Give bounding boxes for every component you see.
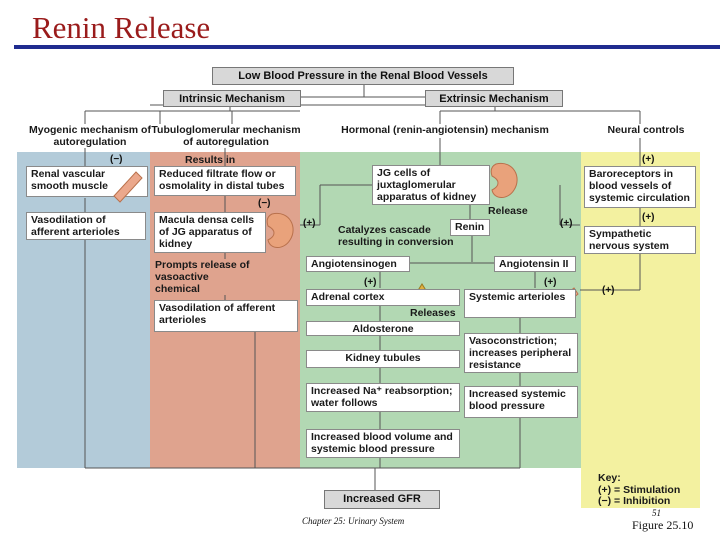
na-reabsorption-box: Increased Na⁺ reabsorption; water follow… — [306, 383, 460, 412]
increased-blood-volume-box: Increased blood volume and systemic bloo… — [306, 429, 460, 458]
stimulation-sign: (+) — [364, 277, 377, 288]
inhibition-sign: (−) — [110, 154, 123, 165]
systemic-arterioles-box: Systemic arterioles — [464, 289, 576, 318]
stimulation-sign: (+) — [544, 277, 557, 288]
macula-densa-box: Macula densa cells of JG apparatus of ki… — [154, 212, 266, 253]
increased-systemic-bp-box: Increased systemic blood pressure — [464, 386, 578, 418]
page-title: Renin Release — [32, 10, 211, 45]
baroreceptors-box: Baroreceptors in blood vessels of system… — [584, 166, 696, 208]
neural-label: Neural controls — [607, 124, 685, 136]
vasodilation-afferent-box-2: Vasodilation of afferent arterioles — [154, 300, 298, 332]
results-in-label: Results in — [185, 154, 236, 166]
myogenic-panel — [17, 152, 150, 468]
page-number: 51 — [652, 508, 661, 518]
release-label: Release — [488, 205, 528, 217]
releases-label: Releases — [410, 307, 456, 319]
hormonal-label: Hormonal (renin-angiotensin) mechanism — [341, 124, 549, 136]
angiotensin-ii-box: Angiotensin II — [494, 256, 576, 272]
stimulation-sign: (+) — [303, 218, 316, 229]
key-inhibition: (−) = Inhibition — [598, 495, 671, 507]
title-underline — [14, 45, 720, 49]
tubuloglomerular-label: Tubuloglomerular mechanism of autoregula… — [151, 124, 301, 148]
kidney-tubules-box: Kidney tubules — [306, 350, 460, 368]
figure-label: Figure 25.10 — [632, 518, 694, 532]
reduced-filtrate-box: Reduced filtrate flow or osmolality in d… — [154, 166, 296, 196]
adrenal-cortex-box: Adrenal cortex — [306, 289, 460, 306]
extrinsic-mechanism-box: Extrinsic Mechanism — [425, 90, 563, 107]
increased-gfr-box: Increased GFR — [324, 490, 440, 509]
stimulation-sign: (+) — [560, 218, 573, 229]
inhibition-sign: (−) — [258, 198, 271, 209]
aldosterone-box: Aldosterone — [306, 321, 460, 336]
myogenic-label: Myogenic mechanism of autoregulation — [29, 124, 151, 148]
vasodilation-afferent-box-1: Vasodilation of afferent arterioles — [26, 212, 146, 240]
stimulation-sign: (+) — [602, 285, 615, 296]
key-title: Key: — [598, 472, 621, 484]
prompts-release-label: Prompts release of vasoactive chemical — [155, 259, 250, 295]
catalyzes-label: Catalyzes cascade resulting in conversio… — [338, 224, 454, 248]
angiotensinogen-box: Angiotensinogen — [306, 256, 410, 272]
jg-cells-box: JG cells of juxtaglomerular apparatus of… — [372, 165, 490, 205]
sympathetic-nervous-box: Sympathetic nervous system — [584, 226, 696, 254]
vasoconstriction-box: Vasoconstriction; increases peripheral r… — [464, 333, 578, 373]
stimulation-sign: (+) — [642, 212, 655, 223]
key-stimulation: (+) = Stimulation — [598, 484, 681, 496]
intrinsic-mechanism-box: Intrinsic Mechanism — [163, 90, 301, 107]
renin-box: Renin — [450, 219, 490, 236]
chapter-footer: Chapter 25: Urinary System — [302, 516, 405, 526]
stimulation-sign: (+) — [642, 154, 655, 165]
low-blood-pressure-box: Low Blood Pressure in the Renal Blood Ve… — [212, 67, 514, 85]
